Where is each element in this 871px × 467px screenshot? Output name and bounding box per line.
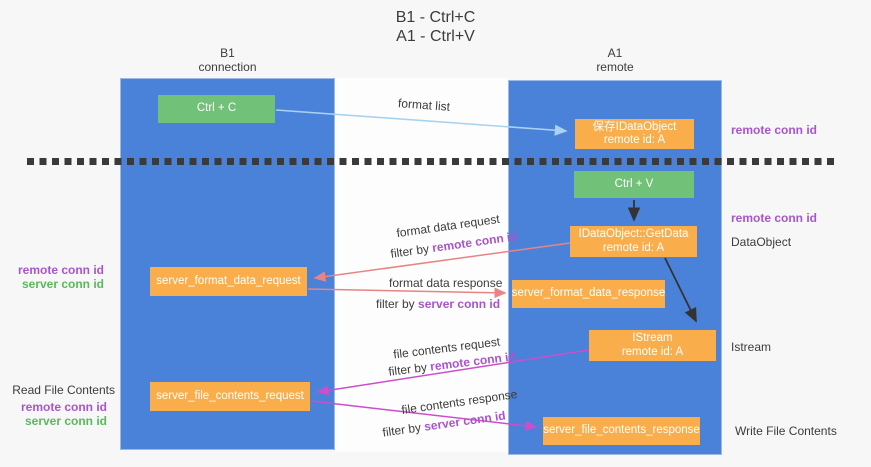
box-server-file-contents-request: server_file_contents_request: [150, 382, 310, 411]
istream-line1: IStream: [632, 332, 673, 344]
a1-subtitle: remote: [596, 60, 634, 74]
ctrl-v-label: Ctrl + V: [614, 177, 654, 190]
left-label-group-file: Read File Contents remote conn id server…: [0, 383, 115, 428]
right-label-remote-conn-id-mid: remote conn id: [731, 211, 818, 225]
filter-by-text: filter by: [376, 297, 415, 311]
box-server-file-contents-response: server_file_contents_response: [543, 417, 700, 445]
diagram-title: B1 - Ctrl+C A1 - Ctrl+V: [0, 8, 871, 46]
title-line-1: B1 - Ctrl+C: [395, 9, 476, 26]
right-label-remote-conn-id-top: remote conn id: [731, 123, 818, 137]
dashed-divider: [27, 158, 838, 165]
left-label-group-format: remote conn id server conn id: [0, 263, 104, 291]
right-label-dataobject: DataObject: [731, 235, 792, 249]
server-format-data-request-label: server_format_data_request: [156, 274, 301, 287]
getdata-line2: remote id: A: [602, 241, 665, 254]
right-label-write-file-contents: Write File Contents: [735, 424, 837, 438]
getdata-line1: IDataObject::GetData: [578, 228, 689, 240]
label-filter-by-server-1: filter by server conn id: [376, 297, 500, 311]
left-read-file-contents: Read File Contents: [12, 383, 115, 397]
server-conn-id-text: server conn id: [418, 297, 501, 311]
ctrl-c-label: Ctrl + C: [196, 102, 237, 115]
left-server-conn-id-1: server conn id: [21, 277, 104, 291]
box-save-idataobject: 保存IDataObject remote id: A: [575, 119, 694, 149]
server-file-contents-request-label: server_file_contents_request: [156, 389, 304, 402]
column-header-b1: B1 connection: [120, 46, 335, 74]
label-format-data-response: format data response: [389, 276, 503, 290]
b1-title: B1: [220, 46, 235, 60]
left-remote-conn-id-1: remote conn id: [17, 263, 104, 277]
box-ctrl-v: Ctrl + V: [574, 171, 694, 198]
right-label-istream: Istream: [731, 340, 772, 354]
box-server-format-data-response: server_format_data_response: [512, 280, 665, 308]
left-remote-conn-id-2: remote conn id: [20, 400, 107, 414]
box-idataobject-getdata: IDataObject::GetData remote id: A: [570, 226, 697, 257]
box-server-format-data-request: server_format_data_request: [150, 267, 307, 296]
server-format-data-response-label: server_format_data_response: [511, 287, 666, 300]
title-line-2: A1 - Ctrl+V: [396, 28, 475, 45]
server-file-contents-response-label: server_file_contents_response: [543, 424, 700, 437]
left-server-conn-id-2: server conn id: [24, 414, 107, 428]
istream-line2: remote id: A: [621, 345, 684, 358]
a1-title: A1: [607, 46, 623, 60]
box-ctrl-c: Ctrl + C: [158, 95, 275, 123]
column-header-a1: A1 remote: [508, 46, 722, 74]
save-idataobject-line2: remote id: A: [603, 134, 666, 146]
b1-subtitle: connection: [198, 60, 257, 74]
save-idataobject-line1: 保存IDataObject: [592, 120, 677, 133]
box-istream: IStream remote id: A: [589, 330, 716, 361]
